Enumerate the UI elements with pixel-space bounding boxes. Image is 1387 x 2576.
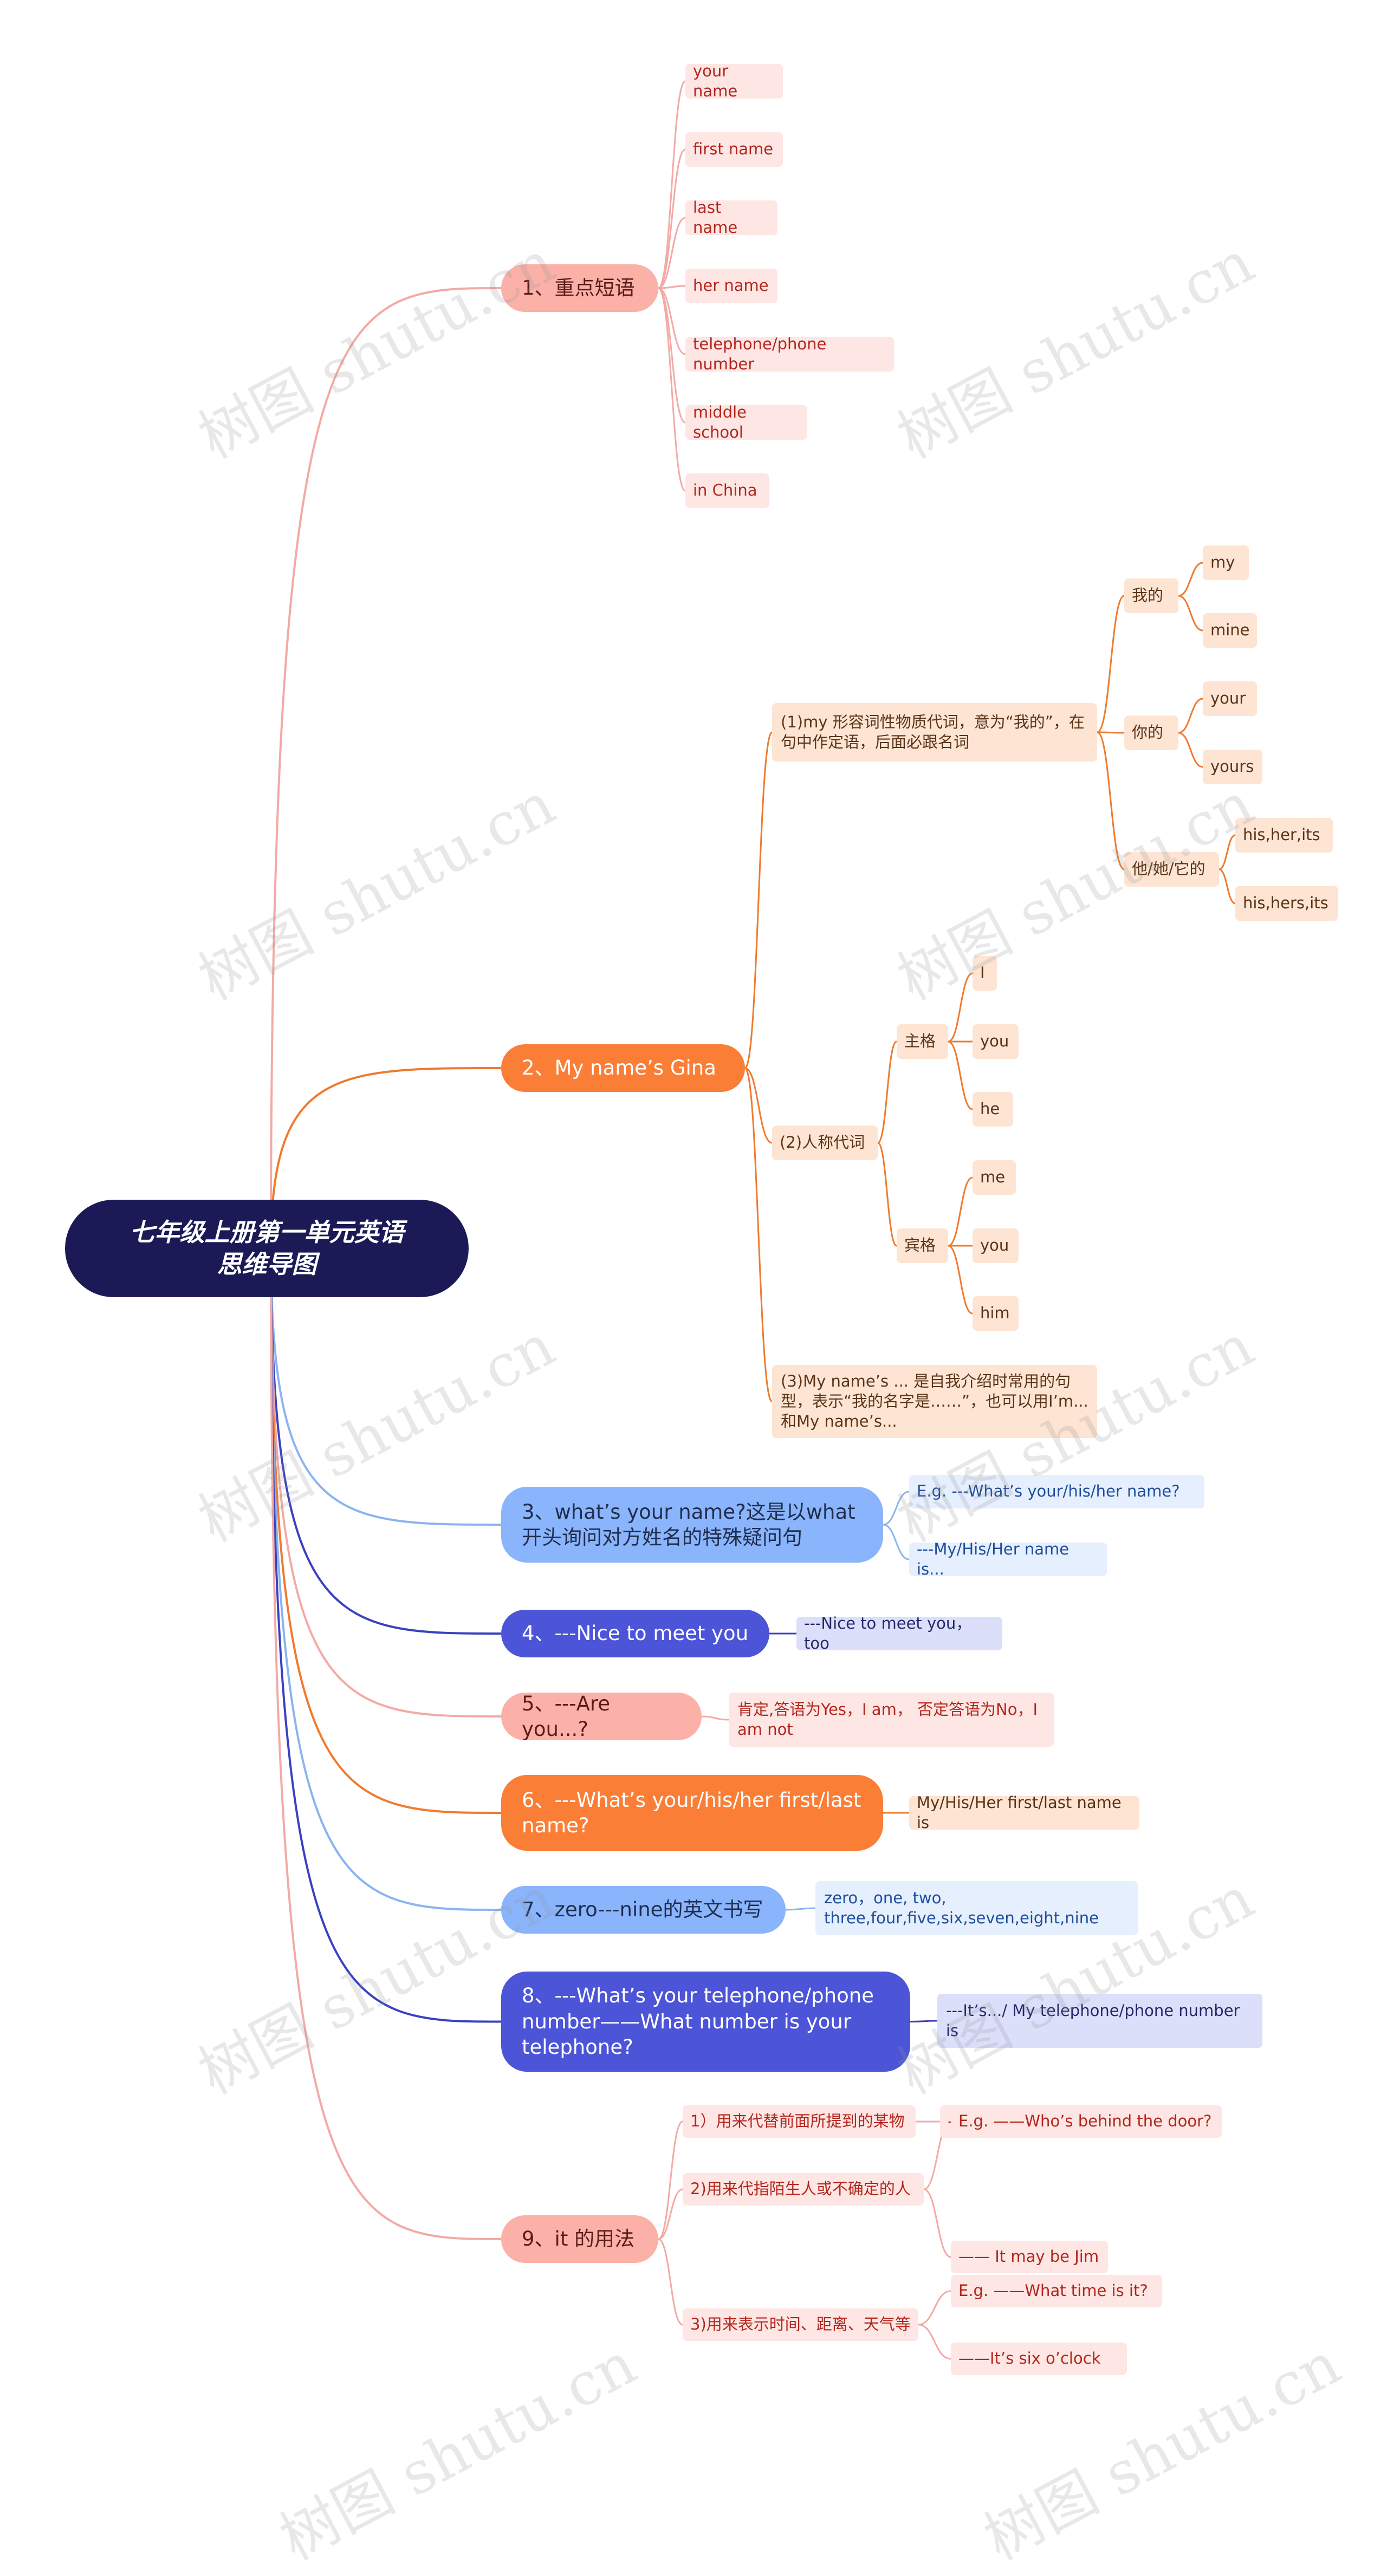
branch-6[interactable]: 6、---What’s your/his/her first/last name… [501,1775,883,1851]
link-branch-9-topic-1 [658,2120,683,2240]
link-branch-2-topic-1-sub-2-leaf-1 [1178,698,1203,734]
link-branch-8-leaf-1 [910,2020,938,2022]
branch-9-topic-2-leaf-2[interactable]: —— It may be Jim [951,2241,1108,2273]
connector-lines [270,80,1236,2360]
branch-4[interactable]: 4、---Nice to meet you [501,1610,769,1657]
link-branch-2-topic-1-sub-3-leaf-2 [1219,868,1236,905]
branch-2-topic-1-sub-2-leaf-2[interactable]: yours [1203,750,1262,784]
branch-2-topic-2-sub-1[interactable]: 主格 [897,1024,948,1059]
branch-2-topic-2-sub-2-leaf-1[interactable]: me [973,1160,1016,1195]
branch-3-leaf-2[interactable]: ---My/His/Her name is... [909,1540,1107,1578]
link-root-branch-9 [270,1248,502,2240]
branch-9[interactable]: 9、it 的用法 [501,2215,658,2263]
branch-8[interactable]: 8、---What’s your telephone/phone number—… [501,1972,910,2072]
branch-2-topic-1-sub-1-leaf-1[interactable]: my [1203,545,1249,580]
branch-2-topic-3[interactable]: (3)My name’s ... 是自我介绍时常用的句型，表示“我的名字是……”… [772,1365,1097,1438]
link-branch-2-topic-1 [744,731,773,1069]
link-branch-2-topic-1-sub-3-leaf-1 [1219,834,1236,870]
link-root-branch-7 [270,1248,502,1911]
branch-5-leaf-1[interactable]: 肯定,答语为Yes，I am， 否定答语为No，I am not [729,1693,1054,1747]
branch-2-topic-1-sub-3-leaf-2[interactable]: his,hers,its [1235,886,1338,921]
link-root-branch-2 [270,1067,502,1249]
link-root-branch-8 [270,1248,502,2023]
link-branch-2-topic-1-sub-1 [1097,595,1125,733]
branch-2-topic-2-sub-1-leaf-2[interactable]: you [973,1024,1019,1059]
branch-2-topic-1[interactable]: (1)my 形容词性物质代词，意为“我的”，在句中作定语，后面必跟名词 [772,703,1097,762]
branch-6-leaf-1[interactable]: My/His/Her first/last name is [909,1793,1139,1832]
link-branch-2-topic-1-sub-1-leaf-1 [1178,562,1203,597]
branch-8-leaf-1[interactable]: ---It’s.../ My telephone/phone number is [937,1994,1262,2048]
link-branch-1-leaf-3 [658,217,686,289]
branch-2[interactable]: 2、My name’s Gina [501,1044,745,1092]
link-root-branch-4 [270,1248,502,1635]
branch-9-topic-2[interactable]: 2)用来代指陌生人或不确定的人 [683,2173,924,2206]
link-branch-2-topic-2-sub-1-leaf-1 [948,972,973,1043]
link-root-branch-5 [270,1248,502,1718]
branch-9-topic-3-leaf-1[interactable]: E.g. ——What time is it? [951,2275,1162,2307]
branch-9-topic-3[interactable]: 3)用来表示时间、距离、天气等 [683,2308,918,2341]
link-branch-2-topic-2 [744,1067,773,1144]
branch-1-leaf-2[interactable]: first name [685,132,783,167]
link-branch-9-topic-2 [658,2188,683,2240]
branch-2-topic-2-sub-2-leaf-2[interactable]: you [973,1228,1019,1263]
link-branch-9-topic-3-leaf-2 [918,2324,951,2360]
branch-5[interactable]: 5、---Are you...? [501,1692,702,1741]
root-topic[interactable]: 七年级上册第一单元英语 思维导图 [65,1200,469,1297]
mind-map-canvas: 七年级上册第一单元英语 思维导图 1、重点短语 your name first na… [65,62,1351,2573]
branch-2-topic-1-sub-2-leaf-1[interactable]: your [1203,681,1257,716]
branch-9-topic-2-leaf-1[interactable]: E.g. ——Who’s behind the door? [951,2105,1222,2138]
branch-1-leaf-4[interactable]: her name [685,269,777,303]
link-branch-2-topic-2-sub-1-leaf-3 [948,1040,973,1110]
link-branch-1-leaf-4 [658,285,686,289]
branch-1-leaf-6[interactable]: middle school [685,403,807,441]
link-branch-3-leaf-2 [883,1524,910,1560]
link-branch-2-topic-3 [744,1067,773,1402]
link-branch-1-leaf-1 [658,80,686,289]
branch-7[interactable]: 7、zero---nine的英文书写 [501,1886,786,1934]
branch-1[interactable]: 1、重点短语 [501,264,658,312]
branch-2-topic-1-sub-2[interactable]: 你的 [1124,715,1178,750]
branch-4-leaf-1[interactable]: ---Nice to meet you，too [796,1614,1002,1653]
branch-3[interactable]: 3、what’s your name?这是以what开头询问对方姓名的特殊疑问句 [501,1487,883,1563]
branch-1-leaf-7[interactable]: in China [685,473,769,508]
link-branch-2-topic-1-sub-2-leaf-2 [1178,732,1203,768]
branch-2-topic-1-sub-1-leaf-2[interactable]: mine [1203,613,1257,648]
branch-2-topic-1-sub-1[interactable]: 我的 [1124,578,1178,613]
branch-9-topic-1[interactable]: 1）用来代替前面所提到的某物 [683,2105,916,2138]
branch-2-topic-2-sub-1-leaf-1[interactable]: I [973,956,997,991]
link-root-branch-6 [270,1248,502,1814]
link-branch-7-leaf-1 [785,1907,816,1911]
branch-2-topic-2-sub-1-leaf-3[interactable]: he [973,1092,1013,1127]
link-branch-1-leaf-5 [658,287,686,355]
link-branch-2-topic-2-sub-2 [877,1142,897,1247]
link-branch-5-leaf-1 [701,1715,729,1721]
link-branch-3-leaf-1 [883,1491,910,1526]
link-branch-2-topic-2-sub-2-leaf-3 [948,1245,973,1315]
link-branch-9-topic-3 [658,2238,683,2326]
branch-2-topic-2[interactable]: (2)人称代词 [772,1126,878,1160]
branch-3-leaf-1[interactable]: E.g. ---What’s your/his/her name? [909,1475,1204,1508]
branch-2-topic-2-sub-2[interactable]: 宾格 [897,1228,948,1263]
branch-2-topic-1-sub-3-leaf-1[interactable]: his,her,its [1235,818,1333,853]
branch-7-leaf-1[interactable]: zero，one, two, three,four,five,six,seven… [815,1881,1138,1935]
link-branch-1-leaf-2 [658,148,686,289]
branch-1-leaf-1[interactable]: your name [685,62,783,100]
link-branch-2-topic-2-sub-2-leaf-1 [948,1176,973,1247]
link-branch-2-topic-1-sub-3 [1097,731,1125,870]
link-root-branch-1 [270,287,502,1249]
link-branch-2-topic-1-sub-2 [1097,731,1125,734]
link-branch-9-topic-2-leaf-2 [923,2188,951,2258]
link-branch-1-leaf-6 [658,287,686,424]
branch-9-topic-3-leaf-2[interactable]: ——It’s six o’clock [951,2343,1127,2375]
branch-1-leaf-5[interactable]: telephone/phone number [685,335,894,373]
link-branch-1-leaf-7 [658,287,686,492]
link-branch-2-topic-1-sub-1-leaf-2 [1178,595,1203,632]
branch-2-topic-2-sub-2-leaf-3[interactable]: him [973,1296,1019,1331]
branch-1-leaf-3[interactable]: last name [685,198,777,237]
branch-2-topic-1-sub-3[interactable]: 他/她/它的 [1124,852,1219,887]
link-root-branch-3 [270,1248,502,1526]
link-branch-2-topic-2-sub-1 [877,1040,897,1144]
link-branch-9-topic-3-leaf-1 [918,2290,951,2326]
